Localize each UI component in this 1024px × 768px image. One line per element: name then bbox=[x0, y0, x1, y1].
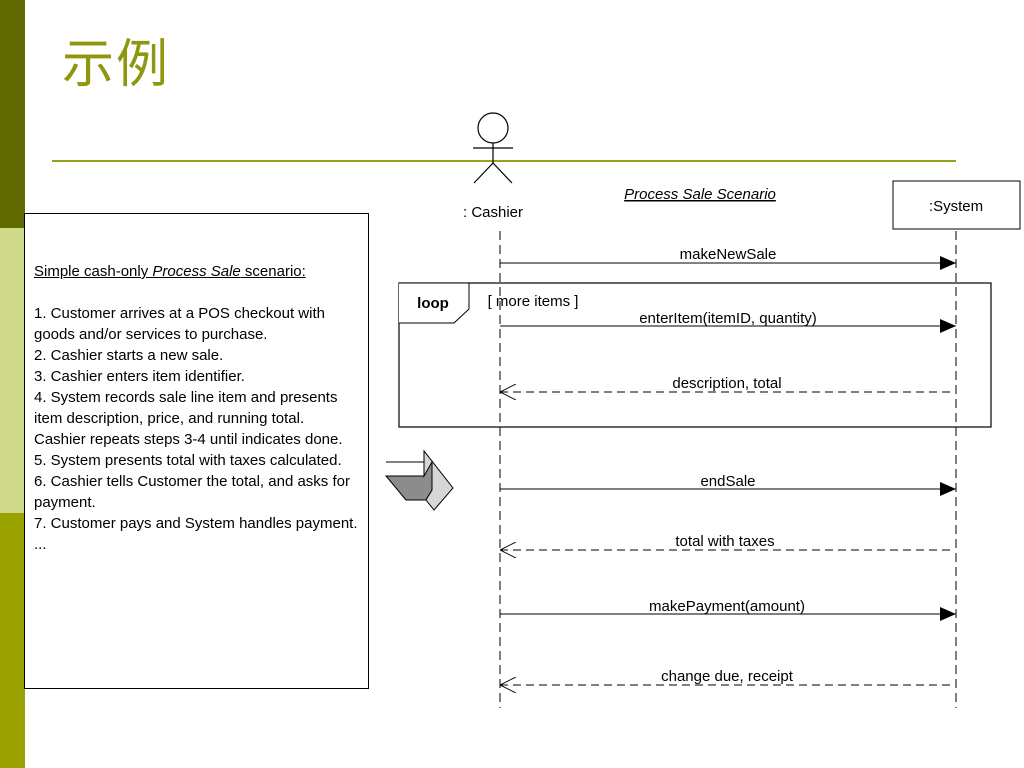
left-accent-bar-top bbox=[0, 0, 25, 228]
message-end-sale: endSale bbox=[500, 473, 956, 496]
slide-title: 示例 bbox=[62, 35, 171, 95]
loop-frame bbox=[398, 282, 992, 428]
message-description-total: description, total bbox=[500, 375, 951, 392]
left-accent-bar-middle bbox=[0, 228, 25, 513]
message-change-due-receipt: change due, receipt bbox=[500, 668, 951, 685]
message-total-with-taxes: total with taxes bbox=[500, 533, 951, 550]
left-accent-bar-bottom bbox=[0, 513, 25, 768]
scenario-step: 5. System presents total with taxes calc… bbox=[34, 452, 342, 469]
title-divider bbox=[52, 160, 956, 162]
scenario-step: 7. Customer pays and System handles paym… bbox=[34, 515, 358, 532]
scenario-step: 1. Customer arrives at a POS checkout wi… bbox=[34, 305, 325, 343]
message-label: endSale bbox=[700, 473, 755, 490]
loop-fragment: loop [ more items ] bbox=[398, 282, 992, 428]
message-label: description, total bbox=[672, 375, 781, 392]
message-make-payment: makePayment(amount) bbox=[500, 598, 956, 621]
message-label: enterItem(itemID, quantity) bbox=[639, 310, 817, 327]
message-label: makePayment(amount) bbox=[649, 598, 805, 615]
scenario-step: 2. Cashier starts a new sale. bbox=[34, 347, 224, 364]
scenario-step: Cashier repeats steps 3-4 until indicate… bbox=[34, 431, 343, 448]
scenario-heading: Simple cash-only Process Sale scenario: bbox=[34, 261, 306, 282]
message-label: change due, receipt bbox=[661, 668, 794, 685]
message-make-new-sale: makeNewSale bbox=[500, 246, 956, 270]
scenario-heading-italic: Process Sale bbox=[152, 263, 241, 280]
loop-tab bbox=[399, 282, 470, 324]
cashier-lifeline-label: : Cashier bbox=[463, 204, 523, 221]
system-lifeline-label: :System bbox=[929, 198, 983, 215]
scenario-step: 3. Cashier enters item identifier. bbox=[34, 368, 245, 385]
loop-guard: [ more items ] bbox=[488, 293, 579, 310]
scenario-step: 4. System records sale line item and pre… bbox=[34, 389, 338, 427]
message-label: total with taxes bbox=[675, 533, 774, 550]
message-label: makeNewSale bbox=[680, 246, 777, 263]
bent-arrow-icon bbox=[384, 449, 454, 511]
message-enter-item: enterItem(itemID, quantity) bbox=[500, 310, 956, 333]
system-lifeline-box bbox=[892, 180, 1021, 230]
scenario-steps: 1. Customer arrives at a POS checkout wi… bbox=[34, 303, 362, 555]
scenario-heading-suffix: scenario: bbox=[240, 263, 306, 280]
scenario-step: 6. Cashier tells Customer the total, and… bbox=[34, 473, 350, 511]
scenario-text-box: Simple cash-only Process Sale scenario: … bbox=[24, 213, 369, 689]
diagram-caption: Process Sale Scenario bbox=[624, 186, 776, 203]
cashier-actor-icon bbox=[473, 112, 513, 184]
scenario-step: ... bbox=[34, 536, 47, 553]
loop-keyword: loop bbox=[417, 295, 449, 312]
scenario-heading-prefix: Simple cash-only bbox=[34, 263, 153, 280]
